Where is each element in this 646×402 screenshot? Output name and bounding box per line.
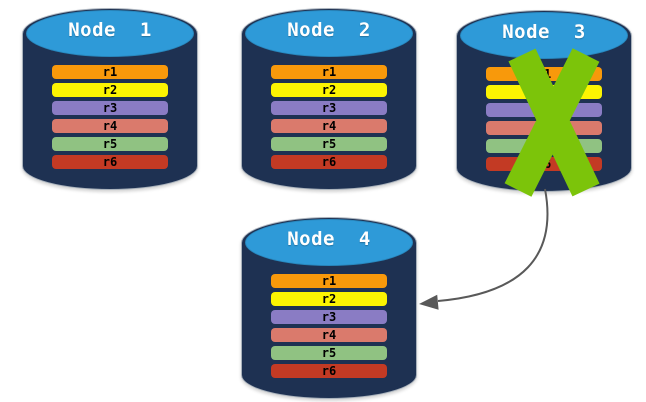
node-1: Node 1 r1 r2 r3 r4 r5 r6: [22, 8, 198, 190]
record-r3: r3: [486, 103, 602, 117]
record-r6: r6: [486, 157, 602, 171]
record-r2: r2: [271, 83, 387, 97]
record-r5: r5: [271, 137, 387, 151]
node-2-cylinder-top: [245, 10, 413, 57]
node-4: Node 4 r1 r2 r3 r4 r5 r6: [241, 217, 417, 399]
record-r4: r4: [271, 119, 387, 133]
record-r1: r1: [271, 274, 387, 288]
record-r5: r5: [52, 137, 168, 151]
record-r6: r6: [271, 155, 387, 169]
record-r5: r5: [486, 139, 602, 153]
record-r4: r4: [271, 328, 387, 342]
node-1-cylinder-top: [26, 10, 194, 57]
record-r3: r3: [52, 101, 168, 115]
record-r2: r2: [486, 85, 602, 99]
failover-arrowhead-icon: [419, 294, 439, 310]
record-r5: r5: [271, 346, 387, 360]
record-r2: r2: [271, 292, 387, 306]
node-3-title: Node 3: [502, 21, 586, 43]
node-4-cylinder-top: [245, 219, 413, 266]
record-r4: r4: [52, 119, 168, 133]
record-r6: r6: [271, 364, 387, 378]
node-3: Node 3 r1 r2 r3 r4 r5 r6: [456, 10, 632, 192]
failover-arrow-line: [437, 188, 549, 302]
node-1-record-list: r1 r2 r3 r4 r5 r6: [52, 65, 168, 169]
node-4-title: Node 4: [287, 228, 371, 250]
node-2-record-list: r1 r2 r3 r4 r5 r6: [271, 65, 387, 169]
record-r4: r4: [486, 121, 602, 135]
node-1-title: Node 1: [68, 19, 152, 41]
record-r1: r1: [52, 65, 168, 79]
node-4-record-list: r1 r2 r3 r4 r5 r6: [271, 274, 387, 378]
node-2-title: Node 2: [287, 19, 371, 41]
node-3-record-list: r1 r2 r3 r4 r5 r6: [486, 67, 602, 171]
record-r1: r1: [271, 65, 387, 79]
record-r3: r3: [271, 310, 387, 324]
record-r2: r2: [52, 83, 168, 97]
record-r1: r1: [486, 67, 602, 81]
record-r3: r3: [271, 101, 387, 115]
record-r6: r6: [52, 155, 168, 169]
node-2: Node 2 r1 r2 r3 r4 r5 r6: [241, 8, 417, 190]
